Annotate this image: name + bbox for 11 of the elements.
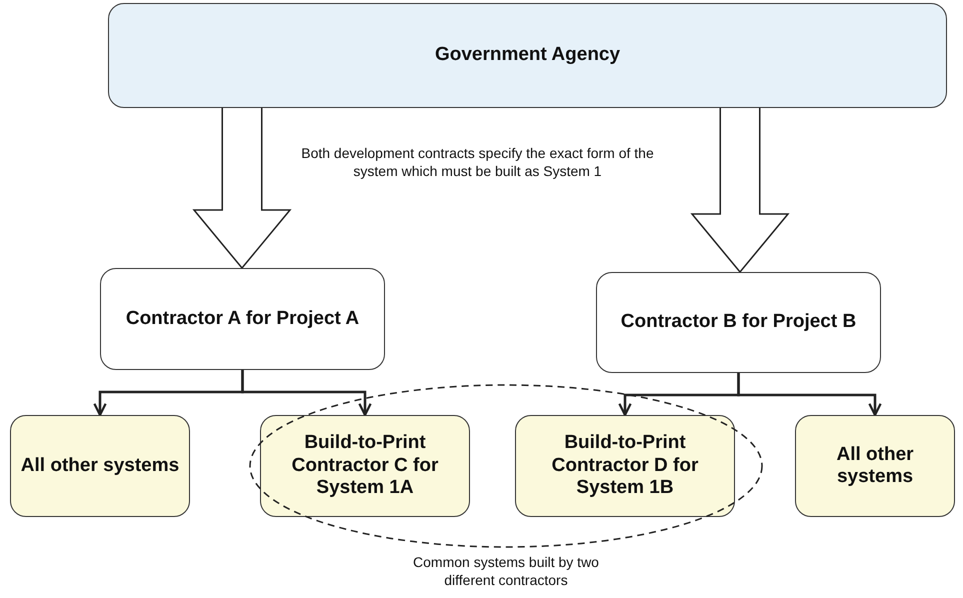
arrow [241,370,372,416]
note-text: Both development contracts specify the exact form of the system which must be built as System 1 [300,144,655,180]
arrow [737,373,882,416]
agency-box: Government Agency [108,3,947,108]
ellipse-caption: Common systems built by two different contractors [386,553,626,590]
system-box: All other systems [795,415,955,517]
contractor-box: Build-to-Print Contractor D for System 1B [515,415,735,517]
system-box: All other systems [10,415,190,517]
contractor-box: Contractor A for Project A [100,268,385,370]
contractor-box: Contractor B for Project B [596,272,881,373]
contractor-box: Build-to-Print Contractor C for System 1A [260,415,470,517]
